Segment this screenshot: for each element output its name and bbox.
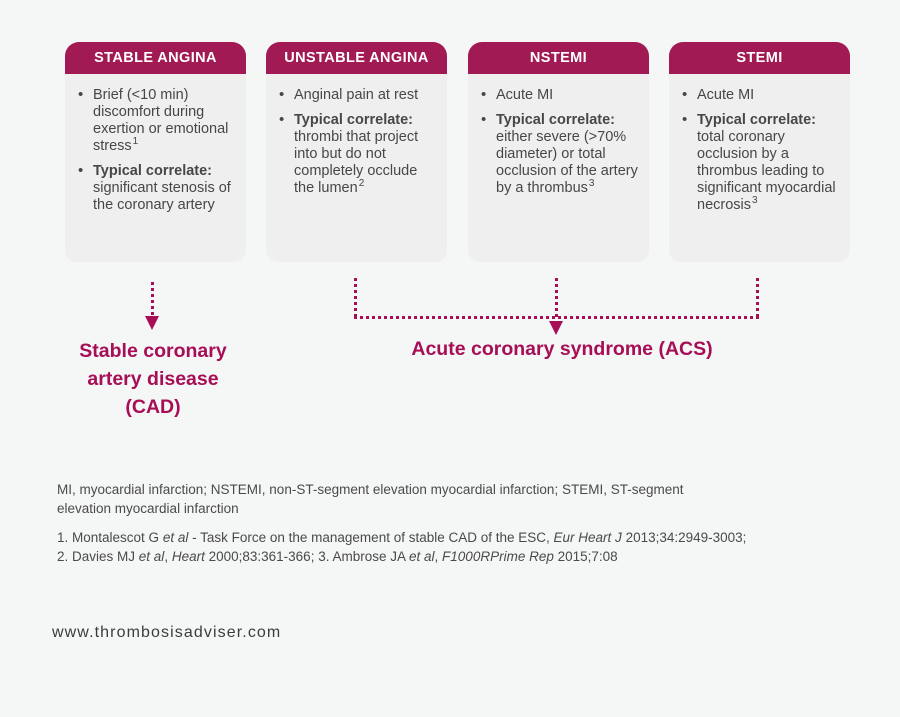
reference-text: 2015;7:08 xyxy=(553,549,618,564)
reference-text: et al xyxy=(138,549,165,564)
card-body-nstemi: Acute MI Typical correlate: either sever… xyxy=(468,74,649,262)
bullet-item: Acute MI xyxy=(480,86,639,104)
bullet-text: either severe (>70% diameter) or total o… xyxy=(496,129,638,196)
footnote-marker: 2 xyxy=(358,178,365,190)
reference-line-1: 1. Montalescot G et al - Task Force on t… xyxy=(57,528,817,547)
acs-bracket-center-line xyxy=(555,278,558,320)
card-body-stemi: Acute MI Typical correlate: total corona… xyxy=(669,74,850,262)
reference-text: 2. Davies MJ xyxy=(57,549,139,564)
website-link[interactable]: www.thrombosisadviser.com xyxy=(52,624,282,641)
card-header-stemi: STEMI xyxy=(669,42,850,74)
card-body-stable-angina: Brief (<10 min) discomfort during exerti… xyxy=(65,74,246,262)
card-unstable-angina: UNSTABLE ANGINA Anginal pain at rest Typ… xyxy=(266,42,447,262)
reference-text: et al xyxy=(162,530,189,545)
bullet-lead: Typical correlate: xyxy=(93,163,213,179)
reference-text: 2013;34:2949-3003; xyxy=(621,530,747,545)
bullet-text: Acute MI xyxy=(496,87,554,103)
card-header-nstemi: NSTEMI xyxy=(468,42,649,74)
bullet-text: Anginal pain at rest xyxy=(294,87,419,103)
bullet-list: Acute MI Typical correlate: total corona… xyxy=(681,86,840,214)
reference-text: - Task Force on the management of stable… xyxy=(188,530,554,545)
acs-bracket-horizontal-line xyxy=(354,316,760,319)
card-header-unstable-angina: UNSTABLE ANGINA xyxy=(266,42,447,74)
bullet-item: Typical correlate: significant stenosis … xyxy=(77,162,236,214)
reference-text: Eur Heart J xyxy=(553,530,622,545)
card-nstemi: NSTEMI Acute MI Typical correlate: eithe… xyxy=(468,42,649,262)
bullet-item: Brief (<10 min) discomfort during exerti… xyxy=(77,86,236,155)
acs-bracket-right-line xyxy=(756,278,759,316)
footnote-marker: 1 xyxy=(132,136,139,148)
cad-arrow-head-icon xyxy=(145,316,159,330)
reference-text: , xyxy=(164,549,172,564)
card-stable-angina: STABLE ANGINA Brief (<10 min) discomfort… xyxy=(65,42,246,262)
bullet-lead: Typical correlate: xyxy=(294,112,414,128)
card-stemi: STEMI Acute MI Typical correlate: total … xyxy=(669,42,850,262)
references-note: 1. Montalescot G et al - Task Force on t… xyxy=(57,528,817,566)
footnote-marker: 3 xyxy=(588,178,595,190)
reference-text: 2000;83:361-366; 3. Ambrose JA xyxy=(204,549,409,564)
cad-arrow-line xyxy=(151,282,154,316)
reference-text: et al xyxy=(409,549,435,564)
bullet-list: Acute MI Typical correlate: either sever… xyxy=(480,86,639,197)
bullet-text: total coronary occlusion by a thrombus l… xyxy=(697,129,836,213)
reference-text: Heart xyxy=(171,549,205,564)
reference-text: 1. Montalescot G xyxy=(57,530,163,545)
bullet-text: Brief (<10 min) discomfort during exerti… xyxy=(93,87,229,154)
reference-text: F1000RPrime Rep xyxy=(442,549,554,564)
bullet-item: Typical correlate: total coronary occlus… xyxy=(681,111,840,214)
bullet-text: thrombi that project into but do not com… xyxy=(294,129,419,196)
acs-group-label: Acute coronary syndrome (ACS) xyxy=(411,338,713,360)
card-header-stable-angina: STABLE ANGINA xyxy=(65,42,246,74)
bullet-text: Acute MI xyxy=(697,87,755,103)
footnote-marker: 3 xyxy=(752,195,758,207)
reference-text: , xyxy=(434,549,443,564)
bullet-item: Typical correlate: either severe (>70% d… xyxy=(480,111,639,197)
acs-arrow-head-icon xyxy=(549,321,563,335)
cad-group-label: Stable coronary artery disease (CAD) xyxy=(79,340,227,418)
bullet-item: Acute MI xyxy=(681,86,840,104)
bullet-list: Brief (<10 min) discomfort during exerti… xyxy=(77,86,236,214)
bullet-item: Anginal pain at rest xyxy=(278,86,437,104)
bullet-list: Anginal pain at rest Typical correlate: … xyxy=(278,86,437,197)
abbreviations-note: MI, myocardial infarction; NSTEMI, non-S… xyxy=(57,482,684,516)
bullet-text: significant stenosis of the coronary art… xyxy=(93,180,231,213)
bullet-item: Typical correlate: thrombi that project … xyxy=(278,111,437,197)
reference-line-2: 2. Davies MJ et al, Heart 2000;83:361-36… xyxy=(57,547,817,566)
bullet-lead: Typical correlate: xyxy=(496,112,616,128)
bullet-lead: Typical correlate: xyxy=(697,112,817,128)
acs-bracket-left-line xyxy=(354,278,357,316)
card-body-unstable-angina: Anginal pain at rest Typical correlate: … xyxy=(266,74,447,262)
